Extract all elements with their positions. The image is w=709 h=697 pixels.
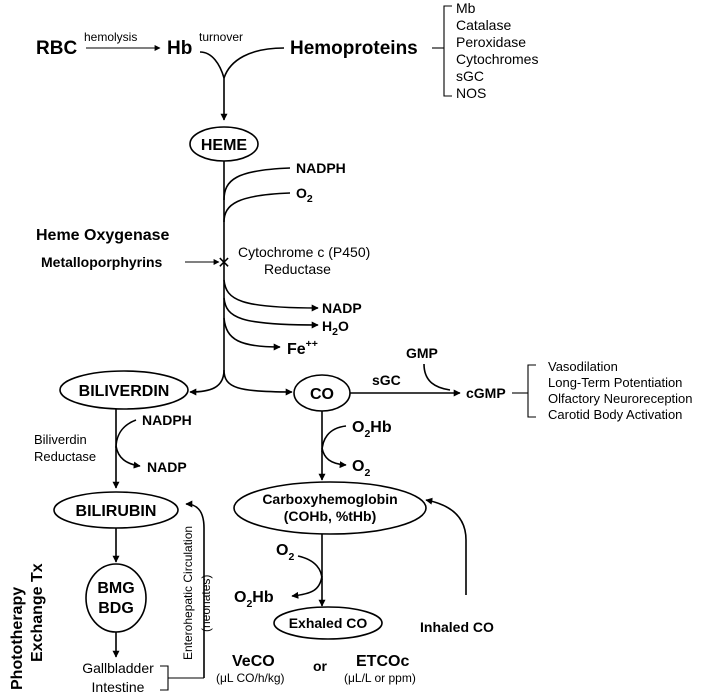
enterohepatic-label-2: (neonates): [199, 575, 213, 632]
hb-label: Hb: [167, 38, 192, 59]
bdg-label: BDG: [98, 600, 134, 617]
ho-o2-label: O2: [296, 185, 313, 205]
list-item: Peroxidase: [456, 34, 526, 50]
list-item: Long-Term Potentiation: [548, 375, 682, 390]
cgmp-label: cGMP: [466, 385, 506, 401]
ex-o2hb-output-arrow: [291, 575, 323, 599]
exhaled-co-node: [273, 606, 383, 640]
intestine-label: Intestine: [92, 679, 145, 695]
inhaled-co-label: Inhaled CO: [420, 619, 494, 635]
ho-fe-label: Fe++: [287, 338, 318, 358]
list-item: Carotid Body Activation: [548, 407, 682, 422]
bv-nadph-curve: [115, 419, 137, 449]
gallbladder-label: Gallbladder: [82, 660, 154, 676]
list-item: NOS: [456, 85, 486, 101]
turnover-label: turnover: [199, 30, 243, 44]
exhaled-co-label: Exhaled CO: [289, 615, 368, 631]
o2hb-input-curve: [321, 425, 347, 453]
bmg-label: BMG: [97, 580, 134, 597]
ex-o2-input-curve: [297, 555, 323, 581]
cofactor-line1: Cytochrome c (P450): [238, 244, 370, 260]
h2o-output-arrow: [223, 297, 319, 329]
inhibition-x-icon: ✕: [217, 255, 230, 272]
gmp-label: GMP: [406, 345, 438, 361]
cofactor-line2: Reductase: [264, 261, 331, 277]
enterohepatic-label-1: Enterohepatic Circulation: [181, 526, 195, 660]
cgmp-bracket: [527, 364, 536, 418]
phototherapy-label: Phototherapy: [9, 587, 26, 690]
cgmp-effects-list: Vasodilation Long-Term Potentiation Olfa…: [548, 359, 693, 422]
o2-output-arrow: [321, 447, 347, 469]
hemoproteins-bracket: [443, 5, 452, 97]
list-item: sGC: [456, 68, 484, 84]
ex-o2hb-label: O2Hb: [234, 589, 274, 610]
etcoc-label: ETCOc: [356, 653, 409, 670]
excretion-bracket: [160, 665, 169, 691]
veco-label: VeCO: [232, 653, 275, 670]
list-item: Mb: [456, 0, 476, 16]
hemoprotein-list: Mb Catalase Peroxidase Cytochromes sGC N…: [456, 0, 538, 101]
hemoproteins-label: Hemoproteins: [290, 38, 418, 59]
bv-nadp-label: NADP: [147, 459, 187, 475]
list-item: Vasodilation: [548, 359, 618, 374]
o2-input-curve: [223, 192, 291, 223]
fe-output-arrow: [223, 317, 281, 351]
heme-oxygenase-label: Heme Oxygenase: [36, 227, 170, 244]
biliverdin-reductase-line2: Reductase: [34, 449, 96, 464]
rbc-label: RBC: [36, 38, 77, 59]
to-biliverdin-arrow: [189, 369, 225, 396]
to-co-arrow: [223, 369, 293, 396]
gmp-input-curve: [423, 363, 451, 391]
hemoproteins-to-heme-curve: [223, 47, 285, 79]
ex-o2-label: O2: [276, 542, 294, 563]
list-item: Cytochromes: [456, 51, 538, 67]
bmg-bdg-node: [85, 563, 147, 633]
biliverdin-node: [59, 370, 189, 410]
nadph-input-curve: [223, 167, 291, 201]
nadp-output-arrow: [223, 279, 319, 312]
enterohepatic-arrow: [185, 500, 205, 529]
list-item: Olfactory Neuroreception: [548, 391, 693, 406]
carboxyhemoglobin-node: [233, 481, 427, 535]
etcoc-unit: (μL/L or ppm): [344, 671, 416, 685]
bilirubin-label: BILIRUBIN: [76, 503, 157, 520]
inhaled-co-arrow: [425, 497, 467, 595]
ho-h2o-label: H2O: [322, 318, 349, 338]
metalloporphyrins-label: Metalloporphyrins: [41, 254, 163, 270]
heme-label: HEME: [201, 137, 248, 154]
sgc-label: sGC: [372, 372, 401, 388]
co-label: CO: [310, 386, 334, 403]
bv-nadph-label: NADPH: [142, 412, 192, 428]
carboxy-line2: (COHb, %tHb): [284, 508, 377, 524]
veco-unit: (μL CO/h/kg): [216, 671, 285, 685]
exchange-tx-label: Exchange Tx: [29, 563, 46, 662]
co-o2hb-label: O2Hb: [352, 419, 392, 440]
hb-to-heme-curve: [199, 51, 225, 79]
co-o2-label: O2: [352, 458, 370, 479]
hemolysis-label: hemolysis: [84, 30, 137, 44]
list-item: Catalase: [456, 17, 511, 33]
biliverdin-reductase-line1: Biliverdin: [34, 432, 87, 447]
biliverdin-label: BILIVERDIN: [79, 383, 170, 400]
ho-nadp-label: NADP: [322, 300, 362, 316]
ho-nadph-label: NADPH: [296, 160, 346, 176]
carboxy-line1: Carboxyhemoglobin: [262, 491, 397, 507]
or-label: or: [313, 658, 328, 674]
bv-nadp-arrow: [115, 445, 141, 469]
